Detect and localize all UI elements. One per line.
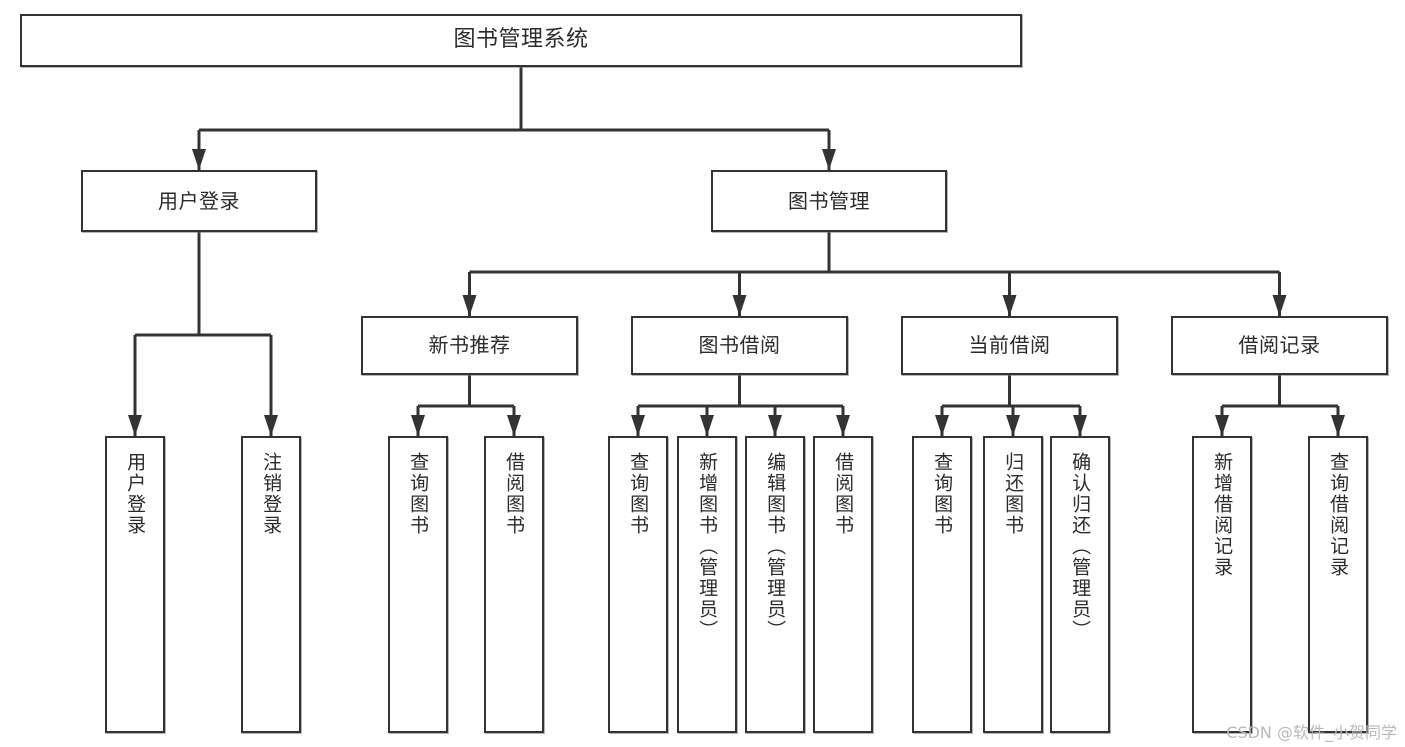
arrowhead-icon-leaf-2	[264, 415, 278, 436]
node-leaf-5[interactable]: 查询图书	[608, 436, 668, 733]
arrowhead-icon-leaf-6	[700, 415, 714, 436]
arrowhead-icon-cur-borrow	[1002, 295, 1017, 316]
node-borrow-log[interactable]: 借阅记录	[1171, 316, 1388, 375]
node-label: 查询图书	[407, 452, 430, 536]
node-leaf-7[interactable]: 编辑图书（管理员）	[745, 436, 805, 733]
arrowhead-icon-leaf-8	[836, 415, 850, 436]
node-leaf-8[interactable]: 借阅图书	[813, 436, 873, 733]
arrowhead-icon-leaf-1	[128, 415, 142, 436]
node-label: 确认归还（管理员）	[1069, 452, 1092, 641]
node-leaf-6[interactable]: 新增图书（管理员）	[677, 436, 737, 733]
arrowhead-icon-book-mgmt	[822, 149, 836, 170]
node-label: 借阅记录	[1238, 333, 1321, 358]
node-leaf-4[interactable]: 借阅图书	[484, 436, 544, 733]
node-label: 编辑图书（管理员）	[764, 452, 787, 641]
node-new-book-rec[interactable]: 新书推荐	[361, 316, 578, 375]
node-label: 查询图书	[931, 452, 954, 536]
node-user-login[interactable]: 用户登录	[81, 170, 317, 232]
arrowhead-icon-borrow-log	[1272, 295, 1287, 316]
node-label: 当前借阅	[968, 333, 1051, 358]
watermark-text: CSDN @软件_小贺同学	[1226, 723, 1397, 742]
arrowhead-icon-leaf-11	[1073, 415, 1087, 436]
node-label: 归还图书	[1002, 452, 1025, 536]
node-label: 查询借阅记录	[1327, 452, 1350, 578]
arrowhead-icon-leaf-7	[768, 415, 782, 436]
node-book-borrow[interactable]: 图书借阅	[631, 316, 848, 375]
node-label: 图书管理	[788, 188, 870, 213]
node-leaf-11[interactable]: 确认归还（管理员）	[1050, 436, 1110, 733]
node-book-mgmt[interactable]: 图书管理	[711, 170, 947, 232]
arrowhead-icon-leaf-13	[1331, 415, 1345, 436]
node-label: 用户登录	[158, 188, 240, 213]
node-label: 图书借阅	[698, 333, 781, 358]
node-label: 新书推荐	[428, 333, 511, 358]
arrowhead-icon-leaf-3	[411, 415, 425, 436]
arrowhead-icon-leaf-5	[631, 415, 645, 436]
node-leaf-3[interactable]: 查询图书	[388, 436, 448, 733]
arrowhead-icon-book-borrow	[732, 295, 747, 316]
node-leaf-10[interactable]: 归还图书	[983, 436, 1043, 733]
node-root[interactable]: 图书管理系统	[20, 14, 1022, 67]
arrowhead-icon-leaf-4	[507, 415, 521, 436]
node-label: 借阅图书	[503, 452, 526, 536]
arrowhead-icon-new-book-rec	[462, 295, 477, 316]
arrowhead-icon-leaf-10	[1006, 415, 1020, 436]
node-leaf-12[interactable]: 新增借阅记录	[1192, 436, 1252, 733]
node-label: 图书管理系统	[453, 27, 589, 53]
arrowhead-icon-leaf-9	[935, 415, 949, 436]
node-leaf-2[interactable]: 注销登录	[241, 436, 301, 733]
node-leaf-13[interactable]: 查询借阅记录	[1308, 436, 1368, 733]
node-label: 注销登录	[260, 452, 283, 536]
arrowhead-icon-leaf-12	[1215, 415, 1229, 436]
node-label: 新增图书（管理员）	[696, 452, 719, 641]
node-cur-borrow[interactable]: 当前借阅	[901, 316, 1118, 375]
arrowhead-icon-user-login	[192, 149, 206, 170]
node-label: 新增借阅记录	[1211, 452, 1234, 578]
node-leaf-9[interactable]: 查询图书	[912, 436, 972, 733]
node-leaf-1[interactable]: 用户登录	[105, 436, 165, 733]
node-label: 查询图书	[627, 452, 650, 536]
node-label: 借阅图书	[832, 452, 855, 536]
node-label: 用户登录	[124, 452, 147, 536]
